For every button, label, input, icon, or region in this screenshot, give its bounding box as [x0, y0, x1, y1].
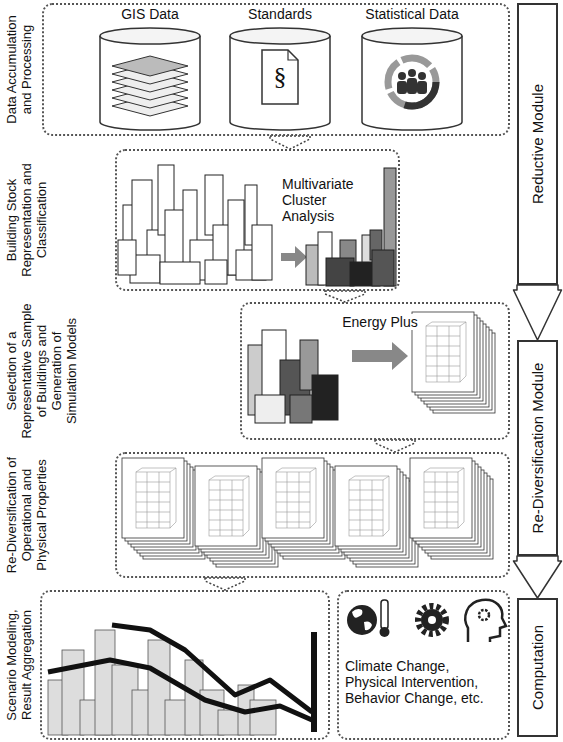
stage-label: Scenario Modeling, Result Aggregation: [5, 592, 35, 738]
paragraph-symbol: §: [262, 50, 298, 104]
stage-label: Building Stock Representation and Classi…: [5, 151, 50, 289]
scenario-icons: [465, 600, 506, 642]
database-icon: [100, 28, 200, 44]
database-cylinder: GIS Data: [88, 6, 212, 132]
scenario-icons: [421, 609, 443, 631]
scenario-icons: [479, 610, 489, 620]
stage-panel: Building Stock Representation and Classi…: [0, 149, 402, 291]
flow-chevron: [270, 136, 310, 149]
scenario-icons: [380, 627, 390, 637]
module-label: Re-Diversification Module: [529, 346, 546, 550]
sample-cluster: [312, 375, 338, 420]
module-box: Computation: [517, 598, 558, 737]
building-cluster: [118, 165, 272, 284]
simulation-model-stack: [262, 458, 345, 559]
stage-label: Selection of a Representative Sample of …: [5, 303, 80, 439]
database-icon: [417, 81, 427, 94]
database-icon: [408, 69, 416, 77]
sample-cluster: [290, 395, 312, 423]
module-arrow: [514, 556, 562, 598]
database-icon: [388, 58, 436, 106]
database-icon: [230, 36, 330, 130]
database-icon: [362, 28, 462, 44]
database-cylinder-outline: [360, 26, 464, 132]
scenario-chart: [48, 625, 314, 735]
database-icon: [262, 50, 298, 104]
stage-panel: Data Accumulation and Processing GIS Data…: [0, 3, 512, 137]
database-icon: [100, 36, 200, 130]
stage-panel: Re-Diversification of Operational and Ph…: [0, 452, 512, 578]
scenario-chart: [218, 710, 240, 735]
sample-cluster: [255, 395, 285, 423]
database-cylinder-outline: [98, 26, 202, 132]
building-cluster: [118, 240, 136, 275]
database-icon: [362, 36, 462, 130]
dashed-frame: [40, 590, 330, 740]
module-label: Reductive Module: [529, 9, 546, 279]
stage-label: Data Accumulation and Processing: [5, 7, 35, 132]
flow-chevron: [375, 440, 415, 452]
database-icon: [288, 50, 298, 60]
process-arrow: [281, 246, 307, 268]
process-arrow: [352, 342, 408, 370]
module-box: Re-Diversification Module: [517, 340, 558, 556]
process-caption: Energy Plus: [338, 314, 422, 330]
scenario-chart: [311, 632, 317, 732]
stage-label: Re-Diversification of Operational and Ph…: [5, 453, 50, 577]
scenario-icons: [381, 600, 388, 629]
database-icon: [407, 78, 417, 94]
database-icon: [388, 58, 436, 106]
scenario-icons: [347, 600, 506, 642]
database-icon: [398, 72, 406, 80]
database-cylinder: Statistical Data: [350, 6, 474, 132]
scenario-icons: [352, 609, 372, 630]
sample-cluster: [248, 330, 338, 423]
module-arrow: [514, 285, 562, 340]
database-icon: [418, 72, 426, 80]
scenario-icons: [428, 616, 436, 624]
process-caption: Multivariate Cluster Analysis: [282, 176, 378, 224]
database-icon: [397, 81, 407, 94]
flow-chevron: [325, 291, 365, 302]
scenario-chart: [48, 630, 276, 735]
database-label: GIS Data: [88, 6, 212, 22]
simulation-model-stack: [122, 458, 205, 559]
stage-panel: Selection of a Representative Sample of …: [0, 302, 512, 440]
scenario-caption: Climate Change, Physical Intervention, B…: [345, 658, 497, 706]
scenario-panel: Climate Change, Physical Intervention, B…: [337, 590, 510, 740]
building-cluster: [252, 225, 272, 280]
stage-panel: Scenario Modeling, Result Aggregation: [0, 590, 332, 740]
simulation-model-stack: [412, 312, 495, 413]
scenario-chart: [48, 660, 312, 720]
building-cluster: [160, 262, 200, 284]
simulation-model-stack: [122, 458, 493, 567]
database-label: Standards: [218, 6, 342, 22]
database-cylinder: Standards §: [218, 6, 342, 132]
flow-chevron: [205, 578, 245, 590]
simulation-model-stack: [410, 458, 493, 559]
module-label: Computation: [529, 604, 546, 731]
database-icon: [112, 56, 188, 76]
scenario-icons: [347, 605, 377, 635]
database-icon: [230, 28, 330, 44]
scenario-chart: [48, 625, 314, 732]
simulation-model-stack: [335, 466, 418, 567]
database-label: Statistical Data: [350, 6, 474, 22]
simulation-model-stack: [412, 312, 495, 413]
building-cluster: [205, 260, 227, 284]
classified-cluster: [372, 250, 394, 286]
module-box: Reductive Module: [517, 3, 558, 285]
dashed-frame: [115, 452, 510, 578]
scenario-icons: [418, 606, 446, 634]
